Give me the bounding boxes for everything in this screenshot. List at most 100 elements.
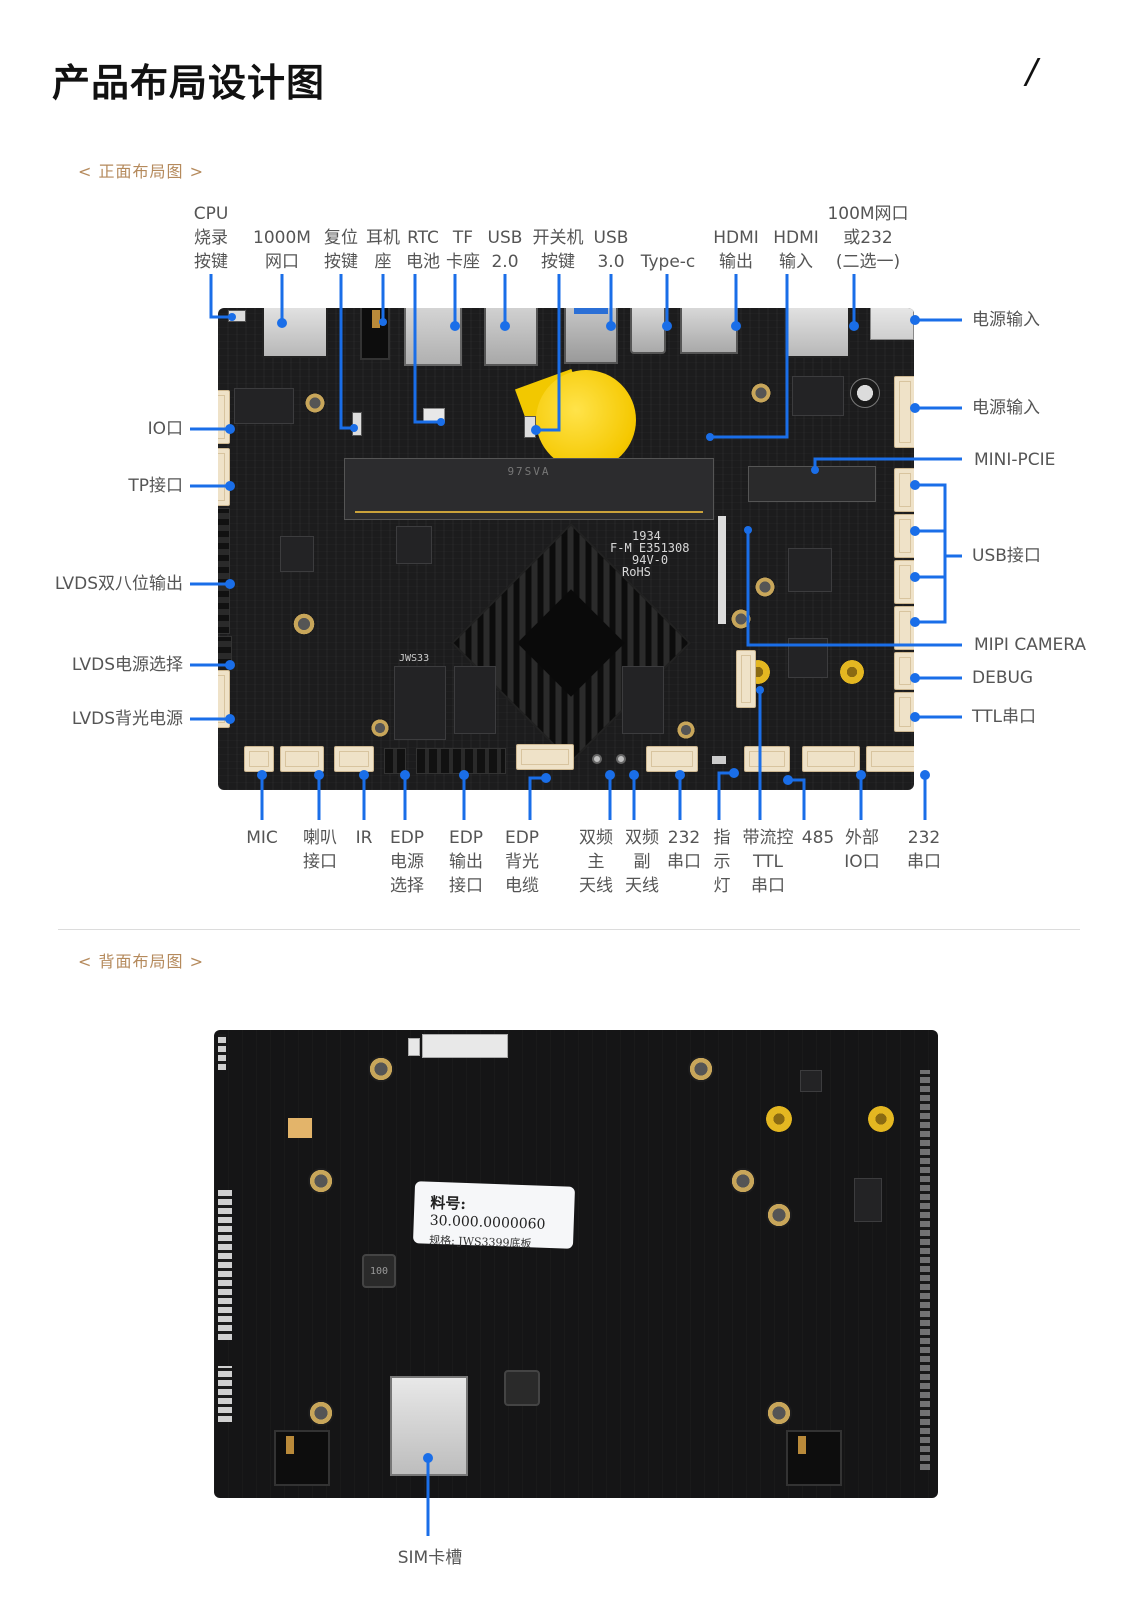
gigabit-ethernet-port — [262, 308, 328, 358]
usb-header-2 — [894, 514, 914, 558]
gold-pad — [288, 1118, 312, 1138]
speaker-connector — [280, 746, 324, 772]
label-hdmi-in: HDMI 输入 — [773, 228, 819, 272]
usb30-port — [564, 308, 618, 364]
mounting-hole — [304, 392, 326, 414]
mounting-hole — [730, 1168, 756, 1194]
mounting-hole — [754, 576, 776, 598]
label-indicator-led: 指 示 灯 — [713, 828, 731, 896]
ir-connector — [334, 746, 374, 772]
back-board-image: 100 料号: 30.000.0000060 规格: JWS3399底板 — [214, 1030, 938, 1498]
rs485-connector — [802, 746, 860, 772]
power-button — [524, 416, 536, 438]
label-ttl-serial: TTL串口 — [972, 707, 1036, 727]
back-pin-labels — [218, 1034, 226, 1070]
standoff — [766, 1106, 792, 1132]
edp-backlight-connector — [516, 744, 574, 770]
label-rs232-a: 232 串口 — [667, 828, 701, 872]
electrolytic-capacitor — [850, 378, 880, 408]
label-hdmi-out: HDMI 输出 — [713, 228, 759, 272]
standoff — [868, 1106, 894, 1132]
label-usb20: USB 2.0 — [487, 228, 523, 272]
pcb-marking: 1934 F-M E351308 94V-0 RoHS — [610, 529, 690, 579]
rtc-battery — [536, 370, 636, 470]
tf-card-slot — [404, 308, 462, 366]
sodimm-slot: 97SVA — [344, 458, 714, 520]
label-dualband-main-antenna: 双频 主 天线 — [579, 828, 613, 896]
usb20-port — [484, 308, 538, 366]
back-white-header — [422, 1034, 508, 1058]
rs232-connector-a — [646, 746, 698, 772]
label-ethernet-100m: 100M网口 或232 (二选一) — [827, 204, 909, 272]
back-connector-left — [274, 1430, 330, 1486]
label-lvds-power-select: LVDS电源选择 — [71, 655, 183, 675]
label-edp-backlight: EDP 背光 电缆 — [504, 828, 540, 896]
part-number-sticker: 料号: 30.000.0000060 规格: JWS3399底板 — [412, 1181, 576, 1251]
label-lvds-backlight: LVDS背光电源 — [71, 709, 183, 729]
mounting-hole — [368, 1056, 394, 1082]
edp-power-jumper — [384, 748, 406, 774]
label-power-button: 开关机 按键 — [532, 228, 584, 272]
label-flow-control-ttl: 带流控 TTL 串口 — [742, 828, 794, 896]
debug-vertical-header — [736, 650, 756, 708]
wifi-module-chip — [396, 526, 432, 564]
back-chip — [854, 1178, 882, 1222]
hdmi-out-port — [680, 308, 738, 354]
label-mipi-camera: MIPI CAMERA — [974, 635, 1087, 655]
battery-connector — [423, 408, 445, 422]
label-tf-slot: TF 卡座 — [446, 228, 480, 272]
inductor-2 — [504, 1370, 540, 1406]
mounting-hole — [676, 720, 696, 740]
debug-header — [894, 652, 914, 690]
emmc-chip: JWS33 — [394, 653, 446, 740]
usb-header-4 — [894, 606, 914, 650]
mic-connector — [244, 746, 274, 772]
label-headphone-jack: 耳机 座 — [366, 228, 400, 272]
label-usb30: USB 3.0 — [593, 228, 629, 272]
label-cpu-burn-button: CPU 烧录 按键 — [193, 204, 229, 272]
mounting-hole — [308, 1400, 334, 1426]
tp-port-connector — [218, 448, 230, 506]
main-antenna-ipex — [592, 754, 602, 764]
front-section-title: < 正面布局图 > — [78, 162, 204, 181]
section-divider — [58, 929, 1080, 930]
label-usb-ports: USB接口 — [972, 546, 1041, 566]
page-title: 产品布局设计图 — [52, 61, 326, 105]
label-io-port: IO口 — [147, 419, 183, 439]
label-power-input-dc: 电源输入 — [972, 310, 1040, 330]
sim-card-slot — [390, 1376, 468, 1476]
back-white-header-small — [408, 1038, 420, 1056]
mipi-camera-fpc — [718, 516, 726, 624]
mounting-hole — [750, 382, 772, 404]
reset-button — [352, 412, 362, 436]
yellow-standoff — [840, 660, 864, 684]
ethernet-transformer-2 — [792, 376, 844, 416]
label-lvds-dual8: LVDS双八位输出 — [54, 574, 183, 594]
back-connector-right — [786, 1430, 842, 1486]
power-input-header — [894, 376, 914, 448]
usb-hub-chip — [788, 548, 832, 592]
io-port-connector — [218, 390, 230, 444]
mounting-hole — [308, 1168, 334, 1194]
label-ir: IR — [355, 828, 373, 848]
label-dualband-aux-antenna: 双频 副 天线 — [625, 828, 659, 896]
label-speaker: 喇叭 接口 — [303, 828, 337, 872]
io-pin-column — [218, 1366, 232, 1422]
label-mini-pcie: MINI-PCIE — [974, 450, 1056, 470]
lvds-pin-header — [218, 508, 230, 634]
label-reset-button: 复位 按键 — [324, 228, 358, 272]
label-edp-power-select: EDP 电源 选择 — [389, 828, 425, 896]
back-section-title: < 背面布局图 > — [78, 952, 204, 971]
label-external-io: 外部 IO口 — [844, 828, 880, 872]
lvds-backlight-connector — [218, 670, 230, 728]
label-rs485: 485 — [801, 828, 835, 848]
dc-power-jack — [870, 308, 914, 340]
spec: 规格: JWS3399底板 — [428, 1233, 532, 1251]
label-sim-slot: SIM卡槽 — [397, 1548, 463, 1568]
label-debug: DEBUG — [972, 668, 1034, 688]
title-slash-decoration: / — [1026, 52, 1038, 92]
lvds-pin-column — [218, 1190, 232, 1340]
mounting-hole — [766, 1202, 792, 1228]
type-c-port — [630, 308, 666, 354]
mounting-hole — [292, 612, 316, 636]
